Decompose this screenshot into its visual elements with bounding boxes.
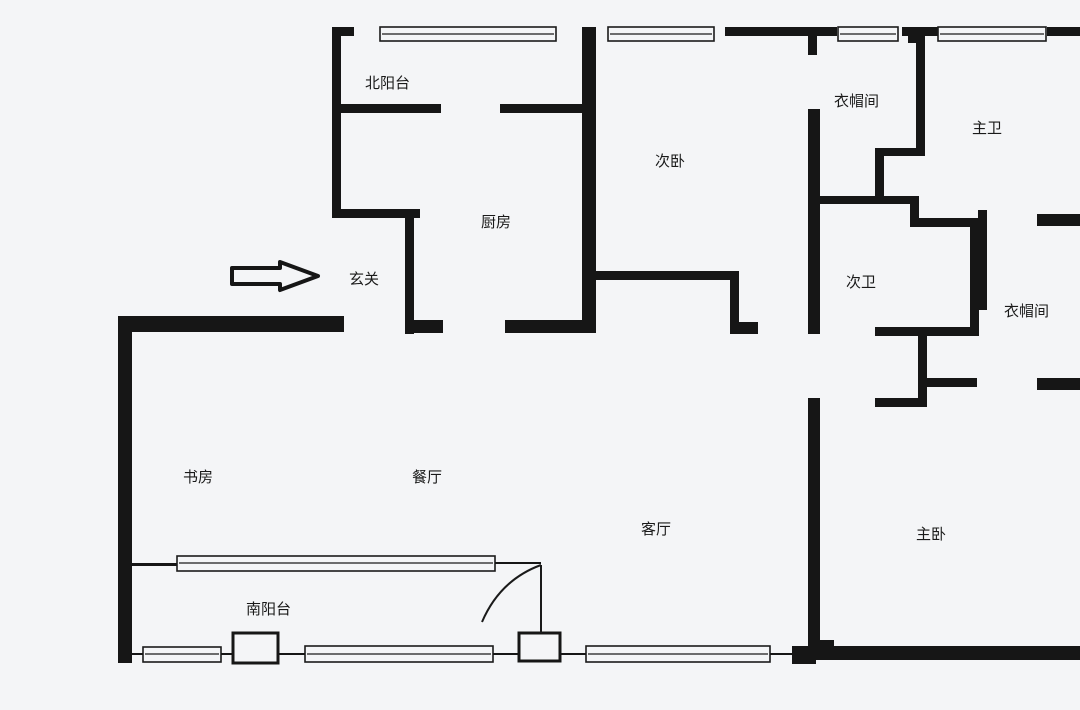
- window-south-right: [585, 645, 771, 663]
- wall-south-inner-left: [132, 563, 177, 566]
- label-cloakroom-top: 衣帽间: [834, 92, 879, 110]
- window-second-bedroom: [607, 26, 715, 42]
- balcony-door-swing: [481, 564, 542, 623]
- wall-master-bottom-inner: [820, 640, 834, 650]
- wall-bath2-top: [820, 196, 918, 204]
- label-master-bath: 主卫: [972, 119, 1002, 137]
- label-north-balcony: 北阳台: [365, 74, 410, 92]
- wall-bath2-bottom-right: [918, 327, 979, 336]
- wall-top-mid-stub: [725, 27, 837, 36]
- wall-bath2-lower: [875, 398, 927, 407]
- wall-kitchen-right: [582, 27, 596, 333]
- wall-cloak-top-right: [916, 27, 925, 155]
- wall-bath2-right: [970, 218, 979, 336]
- wall-balcony-mid-left: [341, 104, 441, 113]
- label-kitchen: 厨房: [481, 213, 511, 231]
- column-south-right: [517, 631, 562, 663]
- walls: [118, 27, 1080, 664]
- label-south-balcony: 南阳台: [246, 600, 291, 618]
- label-second-bedroom: 次卧: [655, 152, 685, 170]
- wall-kitchen-bottom: [505, 320, 585, 333]
- window-south-mid: [304, 645, 494, 663]
- wall-right-stub-upper: [1037, 214, 1080, 226]
- wall-bottom-right: [792, 646, 1080, 660]
- wall-bedroom2-bottom: [596, 271, 738, 280]
- label-dining-room: 餐厅: [412, 468, 442, 486]
- wall-bath2-bottom-left: [875, 327, 925, 336]
- wall-cloak-step-down: [875, 148, 884, 200]
- wall-top-left-stub: [332, 27, 354, 36]
- entry-arrow-icon: [230, 260, 320, 292]
- wall-top-notch: [808, 27, 817, 55]
- wall-masterbath-left: [978, 210, 987, 310]
- wall-living-left: [118, 316, 132, 663]
- wall-bath2-stub: [927, 378, 977, 387]
- south-wall-lines: [132, 562, 792, 655]
- label-master-bedroom: 主卧: [916, 525, 946, 543]
- wall-bath2-top-step: [910, 196, 919, 226]
- wall-bath2-right-lower: [918, 327, 927, 407]
- wall-top-right-corner: [1047, 27, 1080, 36]
- wall-bedroom2-bottom-right: [730, 271, 739, 334]
- wall-entrance-inner: [405, 209, 414, 334]
- wall-bedroom2-bottom-tip: [730, 322, 758, 334]
- label-living-room: 客厅: [641, 520, 671, 538]
- column-south-left: [231, 631, 280, 665]
- wall-entrance-bottom: [405, 320, 443, 333]
- wall-top-right-stub2: [908, 27, 917, 43]
- wall-balcony-left: [332, 27, 341, 215]
- wall-balcony-mid-right: [500, 104, 582, 113]
- label-entrance: 玄关: [349, 270, 379, 288]
- window-south-left: [142, 646, 222, 663]
- wall-cloak-step: [875, 148, 925, 156]
- wall-right-stub-lower: [1037, 378, 1080, 390]
- label-second-bath: 次卫: [846, 273, 876, 291]
- wall-bath2-left: [808, 109, 820, 334]
- wall-living-top: [118, 316, 344, 332]
- wall-entrance-top: [332, 209, 420, 218]
- wall-bath2-top-right: [910, 218, 980, 227]
- label-cloakroom-right: 衣帽间: [1004, 302, 1049, 320]
- window-study-partition: [176, 555, 496, 572]
- room-labels: 北阳台 厨房 玄关 次卧 衣帽间 主卫 次卫 衣帽间 书房 餐厅 客厅 主卧 南…: [183, 74, 1049, 618]
- window-north-balcony: [379, 26, 557, 42]
- wall-master-left: [808, 398, 820, 646]
- label-study: 书房: [183, 468, 213, 486]
- window-master-bath: [937, 26, 1047, 42]
- wall-bottom-corner: [792, 650, 816, 664]
- window-cloakroom: [837, 26, 899, 42]
